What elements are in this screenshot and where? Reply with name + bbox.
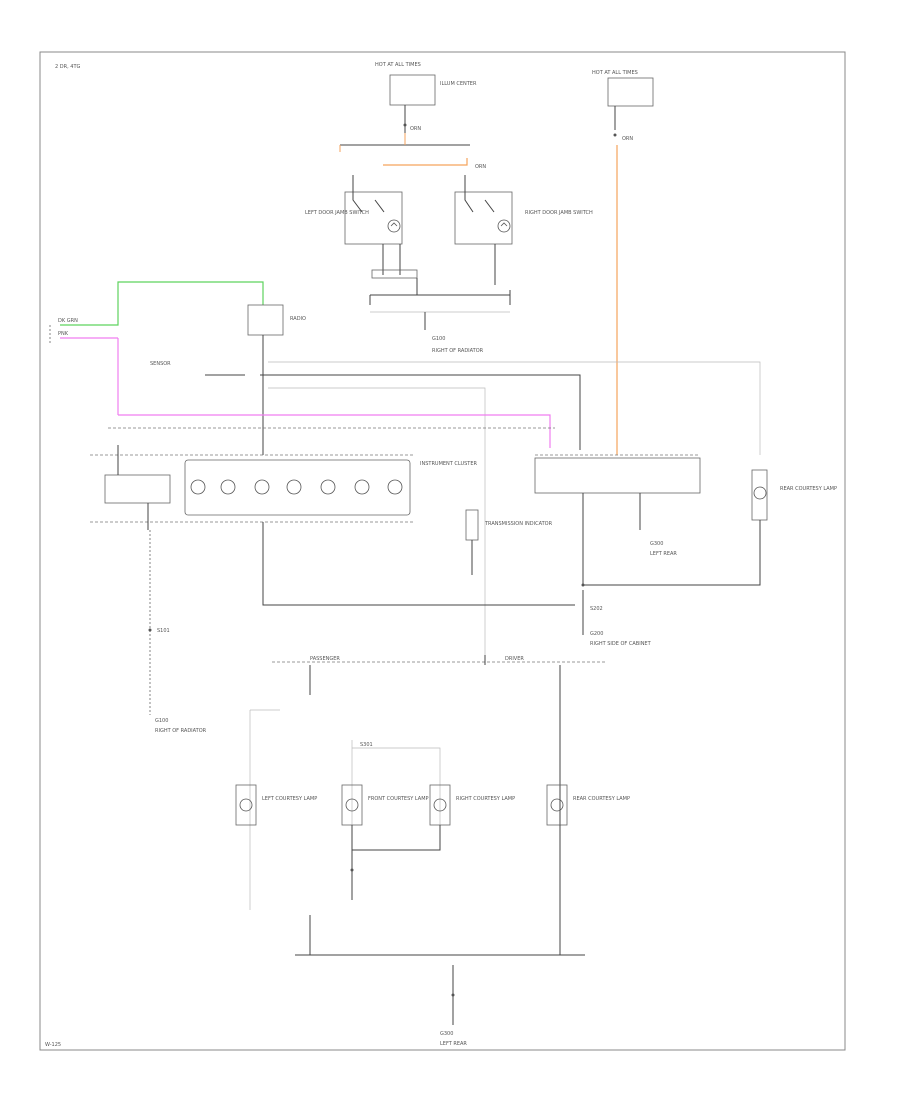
svg-text:DK GRN: DK GRN [58,318,78,324]
svg-text:REAR COURTESY LAMP: REAR COURTESY LAMP [573,796,630,802]
orange-wire-bus [383,158,468,166]
svg-text:RIGHT DOOR JAMB SWITCH: RIGHT DOOR JAMB SWITCH [525,210,593,216]
diagram-border [39,51,846,1051]
top-right-fuse: HOT AT ALL TIMES ORN [592,70,654,142]
svg-text:RADIO: RADIO [290,316,306,322]
bulb-icon [497,219,511,233]
svg-text:RIGHT OF RADIATOR: RIGHT OF RADIATOR [155,728,207,734]
right-module: G300 LEFT REAR REAR COURTESY LAMP [534,454,837,587]
green-wire [60,281,264,326]
svg-text:G300: G300 [440,1031,453,1037]
instrument-cluster: INSTRUMENT CLUSTER [90,445,478,530]
svg-text:HOT AT ALL TIMES: HOT AT ALL TIMES [592,70,638,76]
bulb-icon [753,486,767,500]
bulb-icon [387,219,401,233]
courtesy-lamp-rh: RIGHT COURTESY LAMP [429,784,515,826]
svg-text:G100: G100 [155,718,168,724]
svg-text:ORN: ORN [475,164,486,170]
courtesy-lamp-front: FRONT COURTESY LAMP [341,784,429,826]
svg-text:HOT AT ALL TIMES: HOT AT ALL TIMES [375,62,421,68]
svg-text:LEFT REAR: LEFT REAR [440,1041,467,1047]
svg-text:REAR COURTESY LAMP: REAR COURTESY LAMP [780,486,837,492]
svg-text:RIGHT SIDE OF CABINET: RIGHT SIDE OF CABINET [590,641,652,647]
svg-text:PNK: PNK [58,331,69,337]
svg-text:FRONT COURTESY LAMP: FRONT COURTESY LAMP [368,796,429,802]
svg-text:INSTRUMENT CLUSTER: INSTRUMENT CLUSTER [420,461,478,467]
svg-text:G300: G300 [650,541,663,547]
bulb-icon [387,479,403,495]
bulb-icon [220,479,236,495]
radio-fuse: RADIO [247,304,306,455]
svg-text:G100: G100 [432,336,445,342]
svg-text:ILLUM CENTER: ILLUM CENTER [440,81,477,87]
svg-text:S101: S101 [157,628,170,634]
svg-text:RIGHT OF RADIATOR: RIGHT OF RADIATOR [432,348,484,354]
top-fuse-block: HOT AT ALL TIMES ILLUM CENTER ORN [375,62,477,145]
bulb-icon [345,798,359,812]
bulb-icon [254,479,270,495]
bulb-icon [239,798,253,812]
pink-wire-long [117,338,551,448]
svg-text:DRIVER: DRIVER [505,656,524,662]
svg-text:SENSOR: SENSOR [150,361,171,367]
orange-wire-top [339,133,406,152]
svg-text:S301: S301 [360,742,373,748]
footer-label: W-125 [45,1042,61,1048]
svg-text:RIGHT COURTESY LAMP: RIGHT COURTESY LAMP [456,796,515,802]
left-switch-group: LEFT DOOR JAMB SWITCH [305,175,403,245]
svg-text:ORN: ORN [622,136,633,142]
courtesy-lamp-rear: REAR COURTESY LAMP [546,784,630,826]
svg-text:ORN: ORN [410,126,421,132]
bulb-icon [190,479,206,495]
bulb-icon [550,798,564,812]
svg-text:TRANSMISSION INDICATOR: TRANSMISSION INDICATOR [484,521,553,527]
svg-text:PASSENGER: PASSENGER [310,656,340,662]
svg-text:LEFT REAR: LEFT REAR [650,551,677,557]
right-switch-group: RIGHT DOOR JAMB SWITCH [454,175,593,245]
svg-text:G200: G200 [590,631,603,637]
svg-text:LEFT COURTESY LAMP: LEFT COURTESY LAMP [262,796,317,802]
bulb-icon [320,479,336,495]
trans-indicator: TRANSMISSION INDICATOR [465,509,553,575]
bulb-icon [354,479,370,495]
header-label: 2 DR, 4TG [55,64,81,70]
svg-text:S202: S202 [590,606,603,612]
bulb-icon [433,798,447,812]
bulb-icon [286,479,302,495]
courtesy-lamp-lh: LEFT COURTESY LAMP [235,784,317,826]
svg-text:LEFT DOOR JAMB SWITCH: LEFT DOOR JAMB SWITCH [305,210,369,216]
